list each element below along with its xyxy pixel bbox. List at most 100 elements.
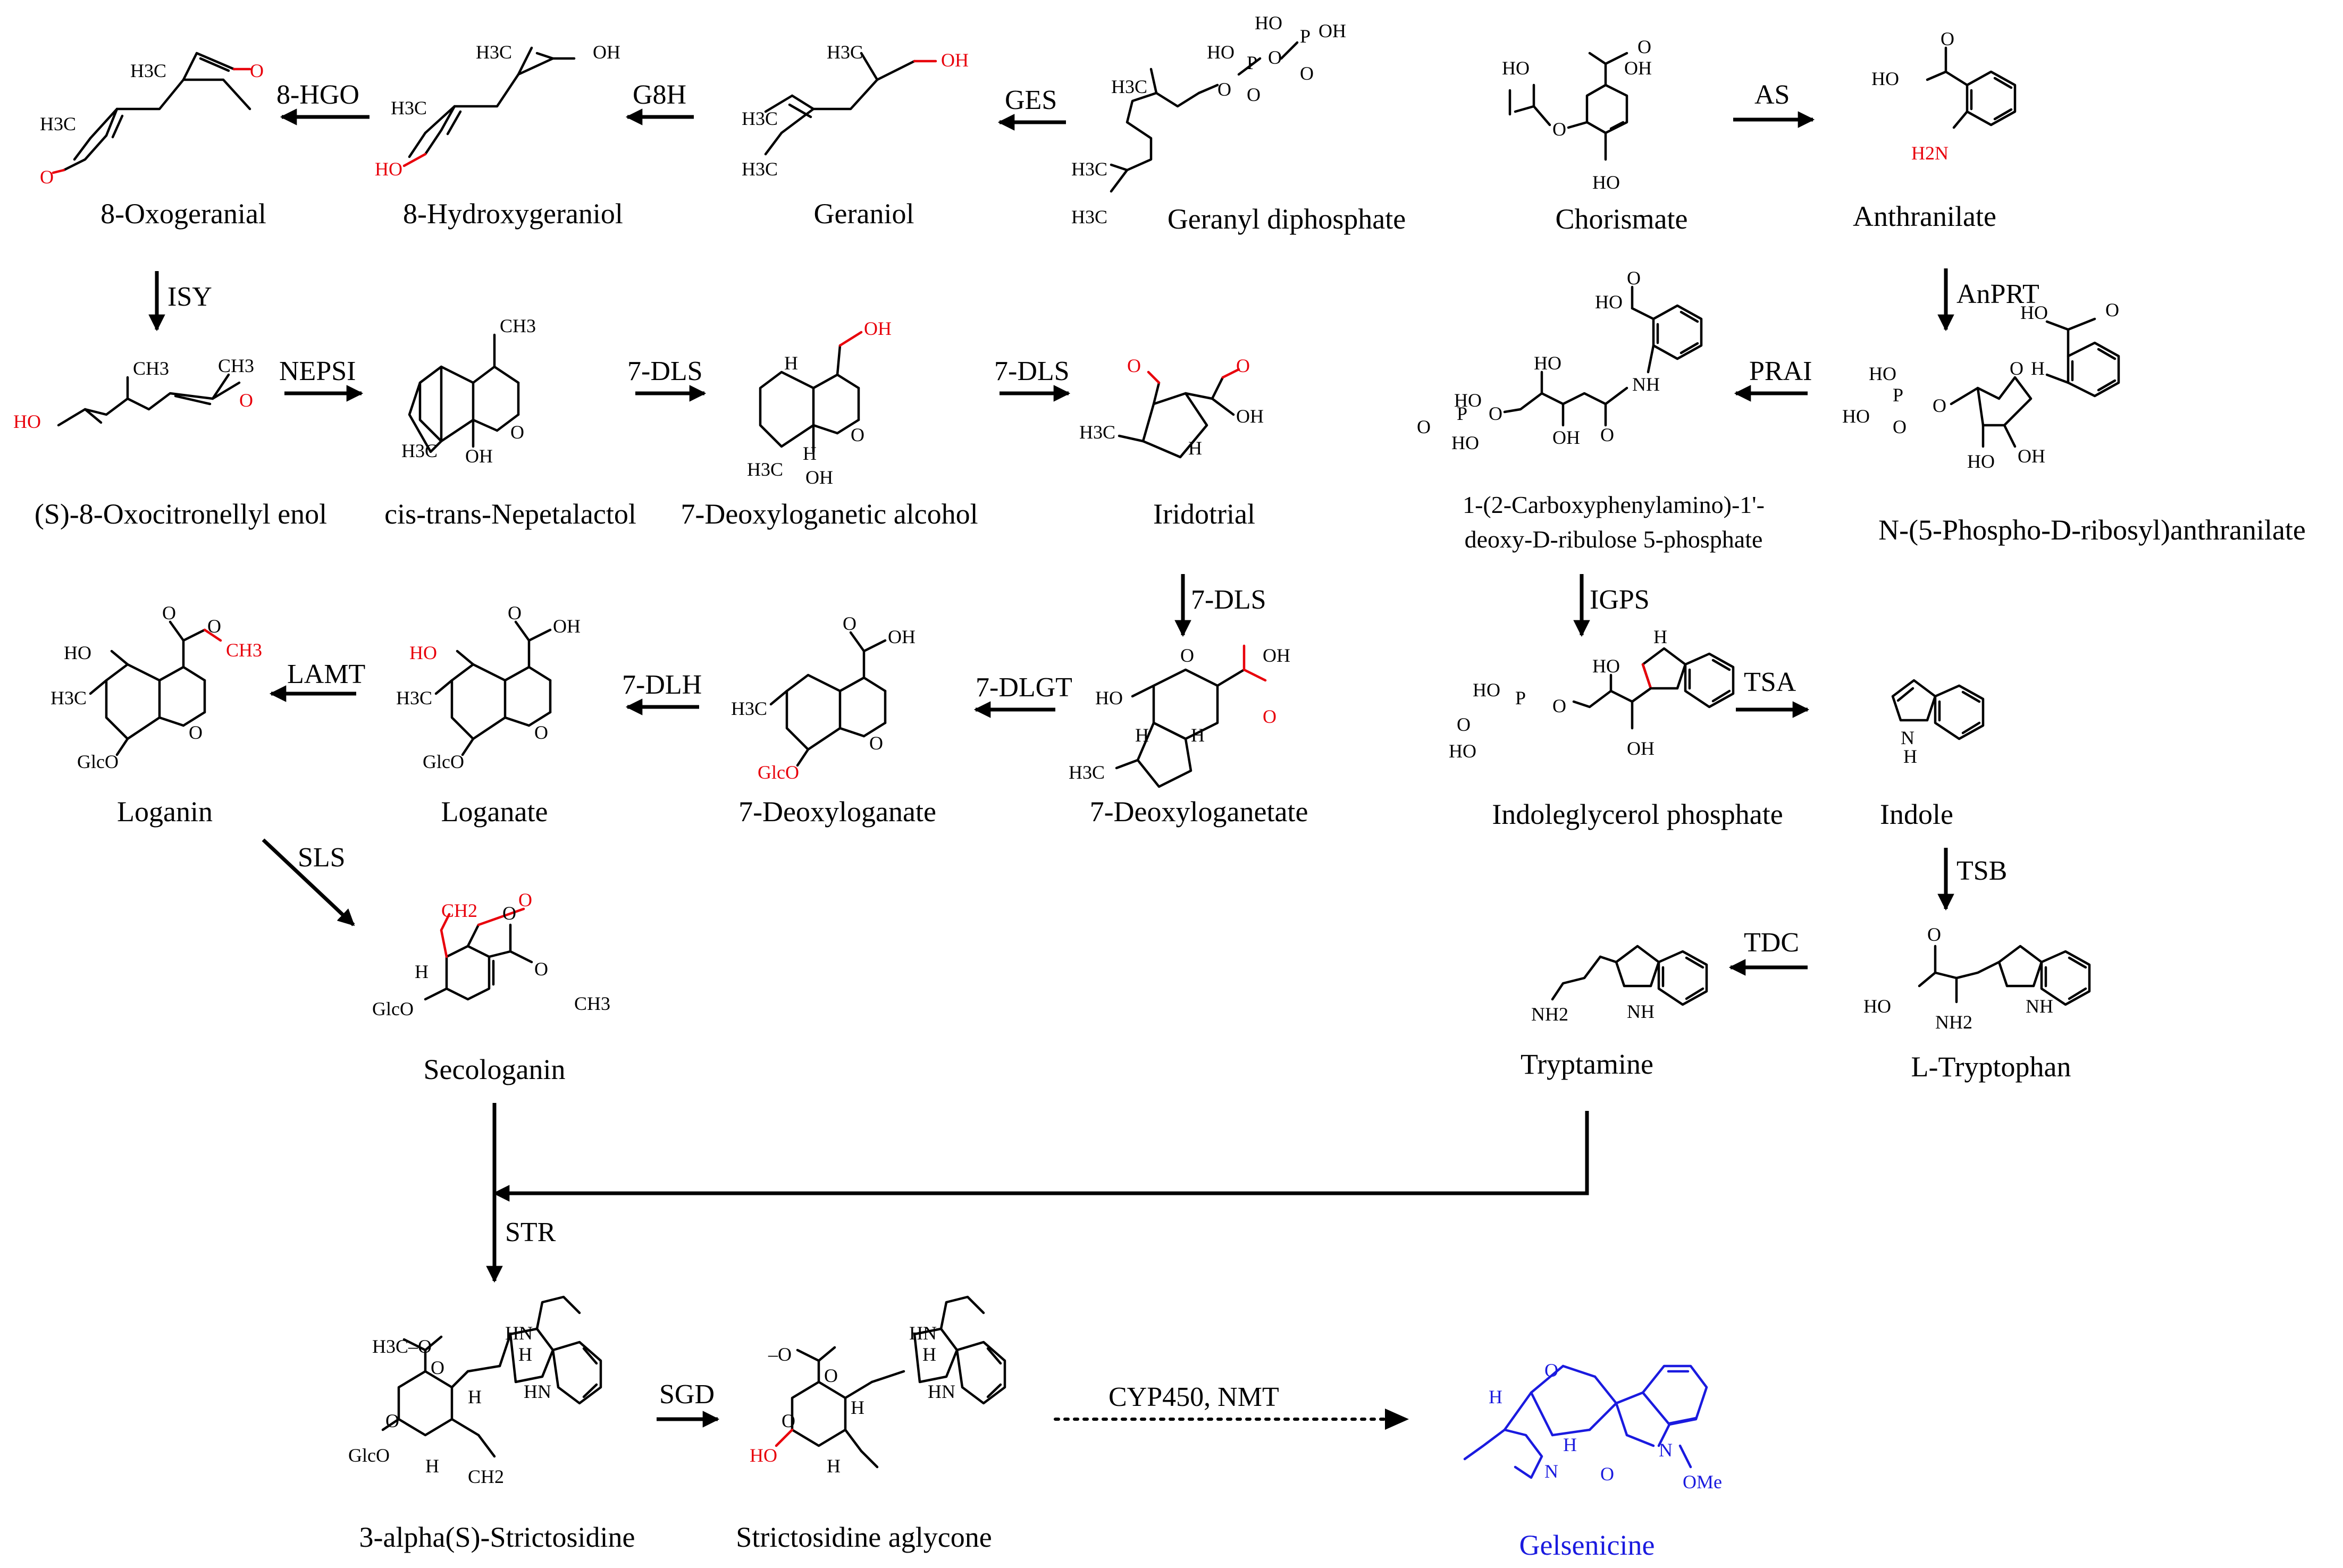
structure-iridotrial: O O H3C H OH — [1079, 355, 1264, 459]
label-iridotrial: Iridotrial — [1153, 498, 1255, 530]
atom-h: H — [1903, 746, 1917, 767]
atom-oh: OH — [1627, 738, 1655, 759]
atom-p: P — [1515, 687, 1526, 709]
label-cdrp-line2: deoxy-D-ribulose 5-phosphate — [1465, 526, 1763, 553]
atom-h: H — [1188, 437, 1202, 459]
atom-h3co: H3C–O — [372, 1336, 432, 1357]
atom-o: O — [1217, 79, 1231, 100]
atom-ho: HO — [409, 642, 437, 663]
atom-h: H — [518, 1344, 532, 1365]
atom-ho: HO — [1454, 390, 1482, 411]
label-deoxyloganate: 7-Deoxyloganate — [738, 796, 936, 828]
atom-h3c: H3C — [1069, 762, 1105, 783]
atom-o: O — [534, 722, 548, 743]
atom-glco: GlcO — [348, 1445, 390, 1466]
atom-h: H — [1489, 1386, 1502, 1407]
atom-ho: HO — [1871, 68, 1899, 89]
atom-o: O — [250, 60, 264, 81]
atom-o: O — [1268, 47, 1282, 68]
atom-o: O — [1893, 416, 1907, 437]
atom-ch3: CH3 — [574, 993, 610, 1014]
atom-ome: OMe — [1683, 1471, 1722, 1493]
atom-nh2: NH2 — [1531, 1004, 1568, 1025]
structure-oxocitronellyl-enol: CH3 CH3 HO O — [13, 355, 254, 432]
atom-h3c: H3C — [1071, 158, 1107, 180]
atom-p: P — [1300, 26, 1311, 47]
label-oxocitronellyl-enol: (S)-8-Oxocitronellyl enol — [35, 498, 327, 530]
atom-glco: GlcO — [758, 762, 799, 783]
structure-geranyl-diphosphate: H3C H3C H3C O HO P O O HO P OH O — [1071, 12, 1346, 227]
label-8-oxogeranial: 8-Oxogeranial — [100, 198, 266, 230]
atom-hn: HN — [928, 1381, 955, 1402]
atom-oh: OH — [1236, 406, 1264, 427]
atom-nh: NH — [2026, 996, 2053, 1017]
label-nepetalactol: cis-trans-Nepetalactol — [384, 498, 636, 530]
atom-n: N — [1544, 1461, 1558, 1482]
atom-o: O — [2010, 358, 2023, 379]
atom-o: O — [189, 722, 203, 743]
atom-h: H — [922, 1344, 936, 1365]
atom-h: H — [803, 443, 817, 464]
atom-o: O — [502, 903, 516, 924]
arrow-cyp450-head — [1385, 1409, 1409, 1430]
label-indole: Indole — [1880, 798, 1953, 830]
structure-indoleglycerol-phosphate: H HO OH O P HO O HO — [1449, 626, 1735, 762]
atom-nh: NH — [1627, 1001, 1655, 1022]
structure-8-oxogeranial: H3C H3C O O — [40, 52, 264, 188]
atom-ho: HO — [1863, 996, 1891, 1017]
atom-h: H — [415, 961, 429, 982]
atom-n: N — [1901, 727, 1914, 748]
atom-glco: GlcO — [423, 751, 464, 772]
label-strictosidine-aglycone: Strictosidine aglycone — [736, 1521, 992, 1553]
atom-ho: HO — [13, 411, 41, 432]
atom-o: O — [851, 424, 864, 445]
enzyme-8-hgo: 8-HGO — [276, 80, 359, 110]
atom-hn: HN — [505, 1322, 533, 1344]
atom-o: O — [510, 421, 524, 443]
atom-o: O — [162, 602, 176, 623]
enzyme-g8h: G8H — [633, 80, 686, 110]
structure-deoxyloganate: H3C O OH O GlcO — [731, 613, 916, 783]
structure-secologanin: CH2 O H O O CH3 GlcO — [372, 889, 610, 1019]
structure-tryptophan: O HO NH2 NH — [1863, 924, 2091, 1033]
atom-oh: OH — [593, 41, 620, 63]
atom-oh: OH — [888, 626, 916, 647]
atom-o: O — [431, 1357, 444, 1378]
enzyme-7-dls-2: 7-DLS — [994, 356, 1070, 386]
atom-oh: OH — [1319, 20, 1346, 41]
atom-o: O — [843, 613, 856, 634]
atom-o: O — [207, 616, 221, 637]
enzyme-nepsi: NEPSI — [279, 356, 356, 386]
atom-ho: HO — [1451, 432, 1479, 453]
atom-o: O — [508, 602, 522, 623]
label-gelsenicine: Gelsenicine — [1519, 1529, 1655, 1561]
arrow-sls — [262, 838, 355, 926]
atom-h: H — [1135, 724, 1149, 746]
structure-pra: HO O H O HO OH O P HO HO O — [1842, 299, 2120, 472]
atom-ch3: CH3 — [226, 639, 262, 661]
enzyme-ges: GES — [1005, 85, 1057, 115]
atom-ho: HO — [1449, 740, 1476, 762]
flow-tryptamine-join — [492, 1111, 1589, 1202]
atom-glco: GlcO — [77, 751, 119, 772]
enzyme-tsa: TSA — [1744, 667, 1796, 697]
label-pra: N-(5-Phospho-D-ribosyl)anthranilate — [1878, 514, 2306, 546]
atom-ho: HO — [1592, 655, 1620, 677]
atom-ch2: CH2 — [441, 900, 477, 921]
atom-oh: OH — [941, 49, 969, 71]
enzyme-7-dls-3: 7-DLS — [1191, 585, 1266, 615]
atom-h3c: H3C — [476, 41, 512, 63]
structure-geraniol: H3C H3C H3C OH — [742, 41, 969, 180]
label-deoxyloganetate: 7-Deoxyloganetate — [1090, 796, 1308, 828]
atom-h3c: H3C — [742, 108, 778, 129]
atom-ho: HO — [1473, 679, 1500, 701]
label-8-hydroxygeraniol: 8-Hydroxygeraniol — [403, 198, 623, 230]
atom-ho: HO — [1967, 451, 1995, 472]
atom-ho: HO — [64, 642, 91, 663]
atom-p: P — [1893, 384, 1903, 406]
atom-nh: H — [1653, 626, 1667, 647]
atom-h3c: H3C — [130, 60, 166, 81]
atom-o: O — [1236, 355, 1250, 376]
atom-oh: OH — [1263, 645, 1290, 666]
